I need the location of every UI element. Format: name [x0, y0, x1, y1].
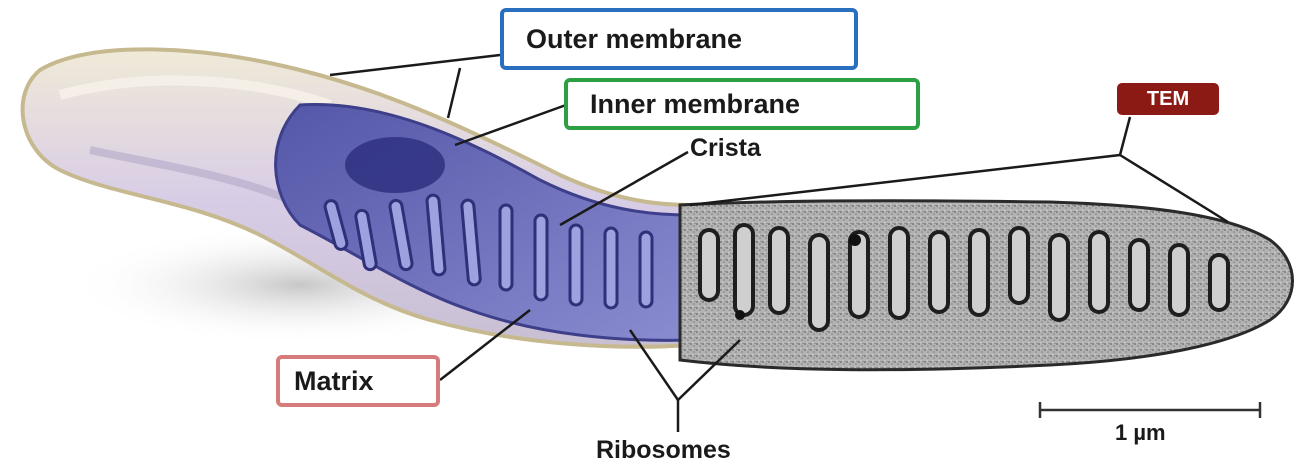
matrix-text: Matrix [294, 366, 374, 397]
ribosomes-label: Ribosomes [596, 438, 731, 463]
outer-membrane-label: Outer membrane [500, 8, 858, 70]
crista-label: Crista [690, 136, 761, 161]
scale-label: 1 µm [1115, 422, 1166, 444]
inner-membrane-text: Inner membrane [590, 89, 800, 120]
tem-badge: TEM [1117, 83, 1219, 115]
matrix-label: Matrix [276, 355, 440, 407]
scale-bar [1040, 402, 1260, 418]
inner-membrane-hole [345, 137, 445, 193]
outer-membrane-text: Outer membrane [526, 24, 742, 55]
inner-membrane-label: Inner membrane [564, 78, 920, 130]
